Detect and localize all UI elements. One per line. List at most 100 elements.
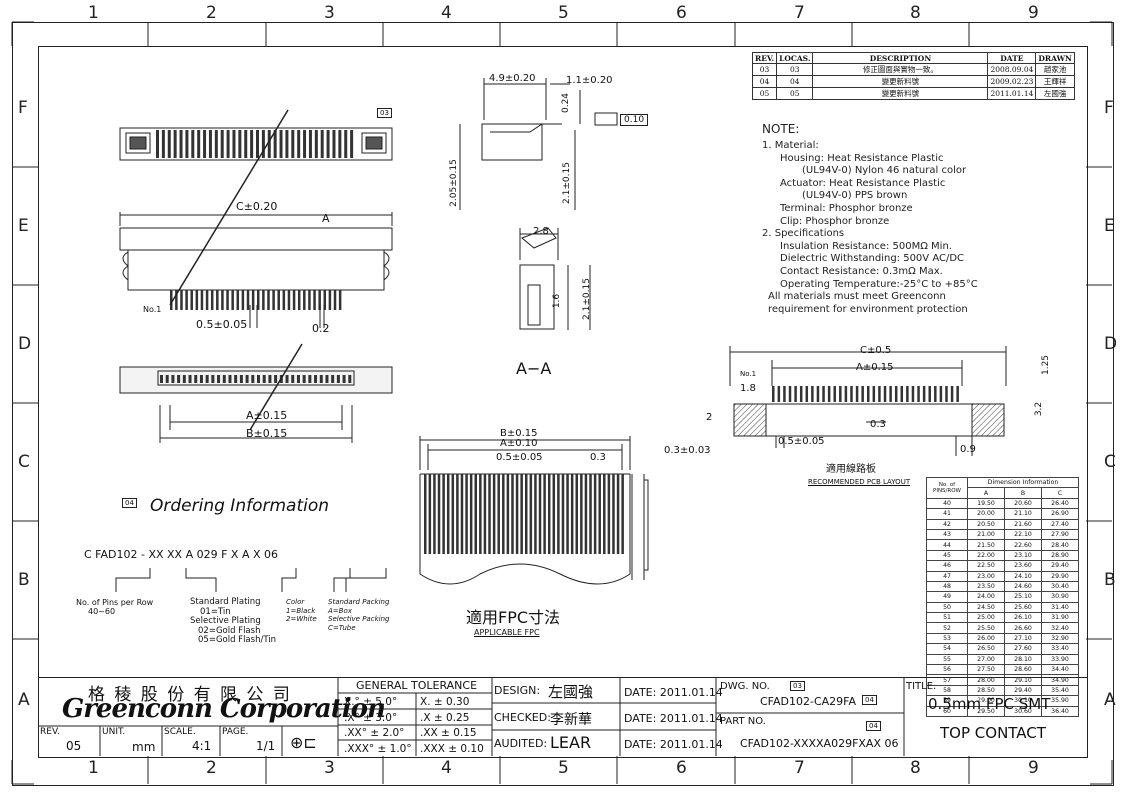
dim-cell: 22.50 <box>967 560 1005 572</box>
dim-width: 0.2 <box>312 322 330 335</box>
dim-table-pins-header: No. of PINS/ROW <box>926 477 968 499</box>
note-line: 2. Specifications <box>762 228 845 240</box>
dim-cell: 31.40 <box>1041 601 1079 614</box>
pin <box>302 375 306 383</box>
pin <box>883 386 887 402</box>
company-name-cn: 格 稜 股 份 有 限 公 司 <box>88 685 292 705</box>
dim-h205: 2.05±0.15 <box>448 159 459 207</box>
tolerance-cell: X. ± 0.30 <box>420 696 470 708</box>
tolerance-cell: X.° ± 5.0° <box>344 696 398 708</box>
rev-header-3: DATE <box>987 52 1037 64</box>
dim-pitch: 0.5±0.05 <box>196 318 248 331</box>
pin <box>199 375 203 383</box>
note-line: Operating Temperature:-25°C to +85°C <box>780 278 978 290</box>
dwg-rev-tag: 03 <box>790 681 805 691</box>
pin <box>256 130 259 158</box>
pin <box>872 386 876 402</box>
pin <box>239 375 243 383</box>
note-line: requirement for environment protection <box>768 303 968 315</box>
pin <box>274 375 278 383</box>
pin <box>314 130 318 158</box>
dwg-label: DWG. NO. <box>720 681 770 692</box>
pin <box>861 386 864 402</box>
zone-col-4-top: 4 <box>441 3 452 23</box>
audited-value: LEAR <box>550 733 592 752</box>
pcb-dim-125: 1.25 <box>1041 354 1052 376</box>
dim-cell: 26.50 <box>967 643 1005 655</box>
pin <box>939 386 943 402</box>
zone-col-2-bottom: 2 <box>206 758 217 778</box>
dim-cell: 20.60 <box>1004 497 1042 510</box>
pin <box>228 375 232 383</box>
date-design: DATE: 2011.01.14 <box>624 686 723 699</box>
pin <box>325 375 329 383</box>
pin <box>794 386 797 402</box>
dim-cell: 47 <box>926 570 968 582</box>
pin <box>850 386 853 402</box>
dim-col-header-A: A <box>967 487 1005 499</box>
pcb-layout-drawing <box>729 346 1007 456</box>
rev-header-1: LOCAS. <box>776 52 814 64</box>
scale-value: 4:1 <box>192 739 212 753</box>
pin <box>194 375 198 383</box>
tolerance-cell: .XX° ± 2.0° <box>344 727 405 739</box>
dim-table-info-header: Dimension Information <box>967 476 1079 489</box>
audited-label: AUDITED: <box>494 737 548 750</box>
projection-symbol: ⊕⊏ <box>290 733 317 752</box>
pin <box>333 290 337 310</box>
dim-cell: 42 <box>926 518 968 530</box>
pin <box>934 386 937 402</box>
zone-col-8-bottom: 8 <box>910 758 921 778</box>
pin <box>612 474 615 554</box>
pin <box>320 130 324 158</box>
dim-cell: 36.40 <box>1041 705 1079 718</box>
pin <box>195 290 199 310</box>
zone-col-1-bottom: 1 <box>88 758 99 778</box>
dim-cell: 20.50 <box>967 518 1005 530</box>
pin <box>272 290 275 310</box>
dim-cell: 27.90 <box>1041 528 1079 541</box>
rev-cell: 05 <box>776 87 814 100</box>
unit-value: mm <box>132 740 156 754</box>
pin <box>208 130 212 158</box>
pin <box>203 130 207 158</box>
dim-cell: 21.00 <box>967 528 1005 541</box>
notes-block: NOTE: 1. Material:Housing: Heat Resistan… <box>762 122 978 316</box>
pin <box>900 386 904 402</box>
zone-row-B-left: B <box>18 570 30 590</box>
dim-cell: 33.40 <box>1041 643 1079 655</box>
dim-cell: 32.90 <box>1041 632 1079 645</box>
dim-len-11: 1.1±0.20 <box>566 75 613 86</box>
rev-cell: 左國強 <box>1035 87 1075 100</box>
fpc-dim-width: 0.3 <box>590 452 606 463</box>
pin <box>538 474 542 554</box>
pin <box>173 130 177 158</box>
pin <box>603 474 606 554</box>
dim-cell: 23.10 <box>1004 549 1042 562</box>
pcb-dim-03: 0.3 <box>870 419 886 430</box>
pin <box>297 290 301 310</box>
drawing-number: CFAD102-CA29FA <box>760 695 857 708</box>
pin <box>182 375 186 383</box>
pin <box>297 130 301 158</box>
pin <box>772 386 775 402</box>
pin <box>326 130 330 158</box>
dim-cell: 19.50 <box>967 497 1005 510</box>
rev-cell: 趙家池 <box>1035 63 1075 76</box>
pin <box>267 130 271 158</box>
dim-col-header-B: B <box>1004 487 1042 499</box>
pin <box>331 375 335 383</box>
dim-cell: 24.60 <box>1004 580 1042 593</box>
pin <box>911 386 915 402</box>
dim-cell: 50 <box>926 601 968 614</box>
fpc-dim-a: A±0.10 <box>500 438 538 449</box>
pin <box>231 290 234 310</box>
fpc-drawing <box>419 436 649 585</box>
design-label: DESIGN: <box>494 684 541 697</box>
